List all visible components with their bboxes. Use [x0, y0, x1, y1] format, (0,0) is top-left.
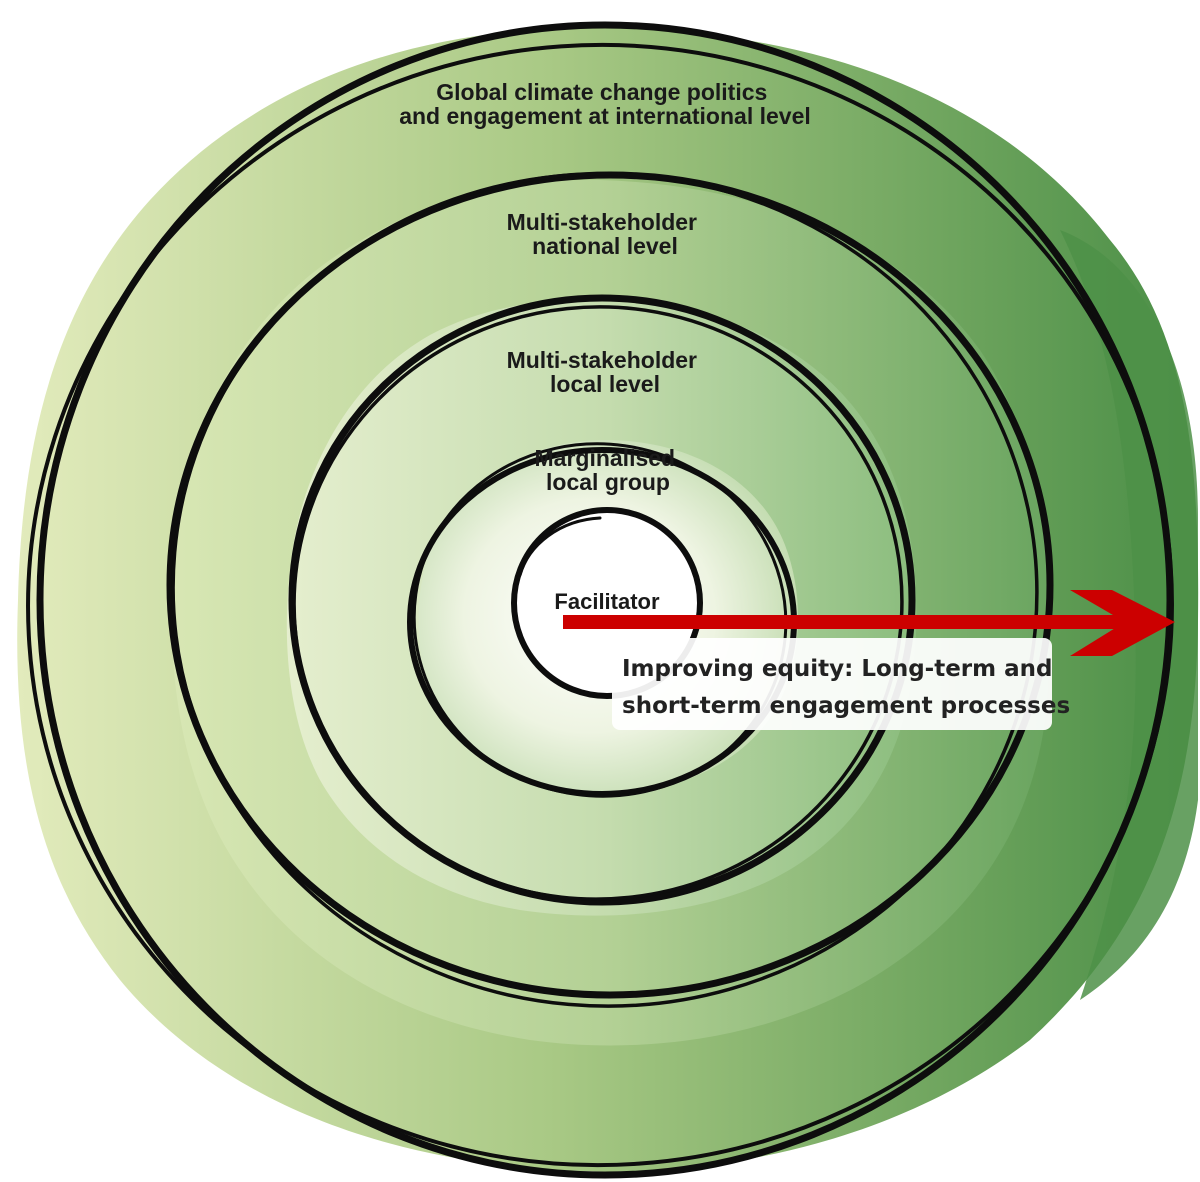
global-ring-label: Global climate change politics and engag… [399, 79, 811, 129]
marginalised-label-line-1: Marginalised [535, 445, 676, 471]
global-label-line-1: Global climate change politics [436, 79, 767, 105]
outer-right-bleed [1060, 230, 1198, 1000]
national-label-line-2: national level [532, 233, 678, 259]
arrow-shaft [563, 615, 1128, 629]
callout-line-2: short-term engagement processes [622, 693, 1070, 719]
outer-ring-outline [26, 21, 1174, 1179]
ring-outlines [26, 21, 1174, 1179]
local-ring-label: Multi-stakeholder local level [507, 347, 704, 397]
ring-labels: Global climate change politics and engag… [399, 79, 811, 495]
facilitator-label: Facilitator [554, 589, 660, 614]
callout-line-1: Improving equity: Long-term and [622, 656, 1052, 682]
arrow-head-icon [1070, 590, 1175, 656]
marginalised-label-line-2: local group [546, 469, 670, 495]
equity-callout: Improving equity: Long-term and short-te… [612, 638, 1070, 730]
national-ring-label: Multi-stakeholder national level [507, 209, 704, 259]
local-label-line-1: Multi-stakeholder [507, 347, 697, 373]
callout-text: Improving equity: Long-term and short-te… [622, 656, 1070, 719]
local-label-line-2: local level [550, 371, 660, 397]
national-label-line-1: Multi-stakeholder [507, 209, 697, 235]
marginalised-ring-label: Marginalised local group [535, 445, 682, 495]
local-ring-outline [288, 294, 916, 906]
global-label-line-2: and engagement at international level [399, 103, 811, 129]
equity-arrow [563, 590, 1175, 656]
